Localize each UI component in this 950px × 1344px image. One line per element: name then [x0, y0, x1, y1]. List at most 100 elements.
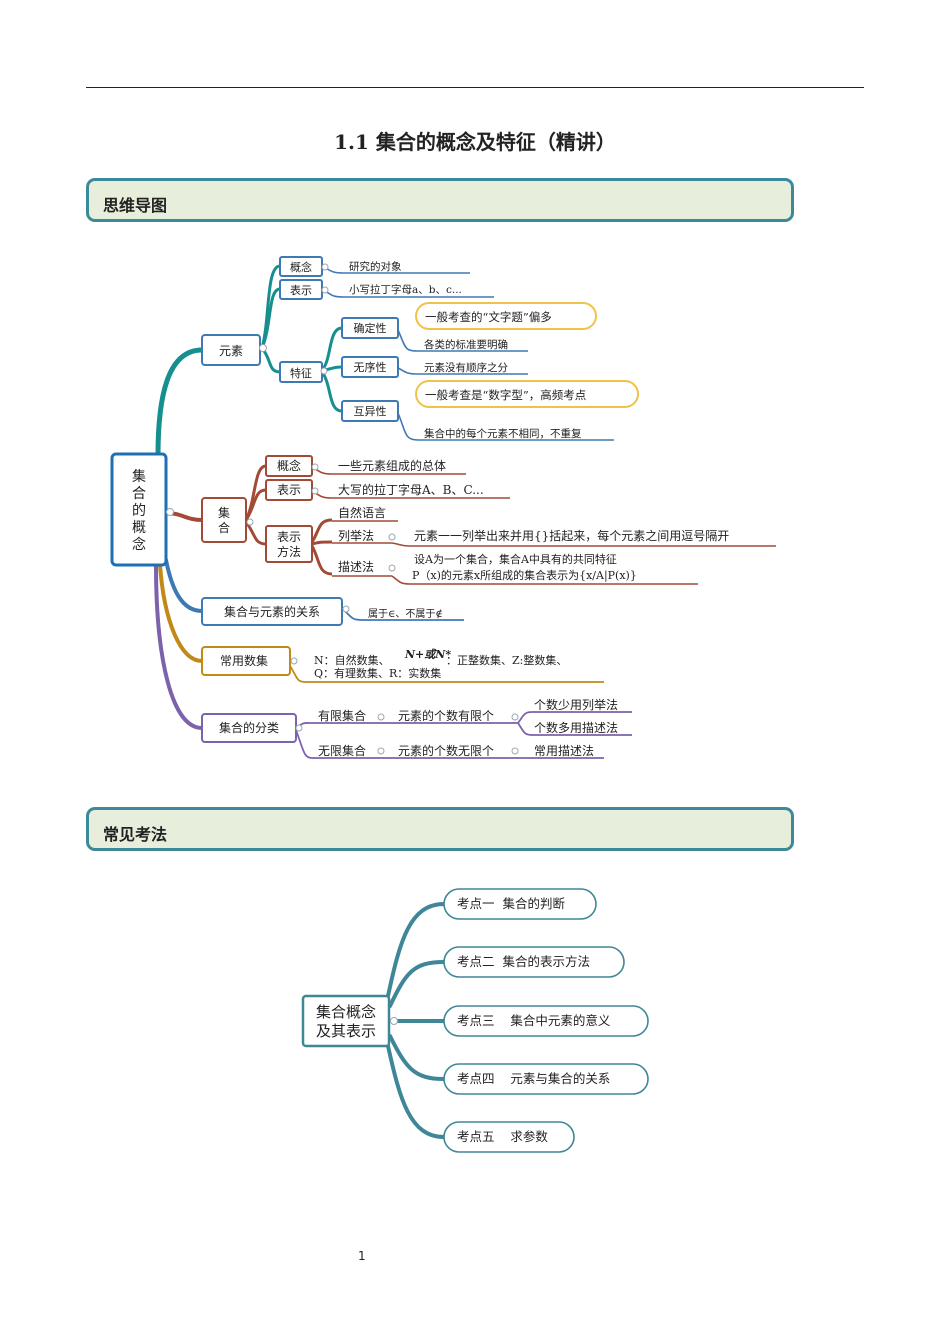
underline-shuji [289, 665, 604, 683]
jihe-gainian-desc: 一些元素组成的总体 [338, 458, 446, 473]
collapse-toggle-icon[interactable] [377, 713, 385, 721]
node-fangfa [265, 525, 313, 563]
queding-note: 一般考查的“文字题”偏多 [425, 310, 552, 324]
wuxian-option-a: 常用描述法 [534, 744, 594, 758]
node-fenlei-label: 集合的分类 [219, 720, 279, 735]
collapse-toggle-icon[interactable] [390, 1017, 398, 1025]
collapse-toggle-icon[interactable] [511, 713, 519, 721]
collapse-toggle-icon[interactable] [259, 344, 267, 352]
collapse-toggle-icon[interactable] [321, 263, 329, 271]
node-yuansu-gainian-label: 概念 [290, 260, 312, 274]
branch-root-shuji [158, 563, 204, 663]
kaofa-branch-2 [388, 960, 446, 1008]
youxian-option-b: 个数多用描述法 [534, 720, 618, 735]
underline-wuxu [397, 367, 528, 375]
root-char-1: 集 [132, 468, 146, 485]
wuxian-label: 无限集合 [318, 743, 366, 758]
collapse-toggle-icon[interactable] [246, 518, 254, 526]
collapse-toggle-icon[interactable] [377, 747, 385, 755]
collapse-toggle-icon[interactable] [311, 487, 319, 495]
node-shuji [201, 646, 291, 676]
kaofa-item-5 [443, 1121, 575, 1153]
jihe-biaoshi-desc: 大写的拉丁字母A、B、C... [338, 482, 484, 497]
node-jihe [201, 497, 247, 543]
section-header-mindmap: 思维导图 [86, 178, 794, 222]
youxian-desc: 元素的个数有限个 [398, 708, 494, 723]
yuansu-biaoshi-desc: 小写拉丁字母a、b、c... [349, 283, 462, 296]
kaofa-branch-5 [386, 1044, 446, 1139]
branch-fangfa-lieju [311, 540, 333, 546]
node-huyi-label: 互异性 [354, 404, 387, 418]
underline-lieju-desc [391, 542, 776, 547]
node-wuxu-label: 无序性 [354, 360, 387, 374]
collapse-toggle-icon[interactable] [342, 605, 350, 613]
yuansu-gainian-desc: 研究的对象 [349, 260, 402, 273]
underline-queding [397, 329, 528, 352]
node-fangfa-line1: 表示 [277, 530, 301, 544]
note-huyi [415, 380, 639, 408]
collapse-toggle-icon[interactable] [321, 286, 329, 294]
note-queding [415, 302, 597, 330]
page-number: 1 [358, 1249, 366, 1263]
node-tezheng-label: 特征 [290, 366, 312, 380]
section-header-kaofa: 常见考法 [86, 807, 794, 851]
branch-root-guanxi [164, 558, 204, 613]
node-yuansu-biaoshi-label: 表示 [290, 283, 312, 297]
root-char-4: 概 [132, 520, 146, 536]
section-title-kaofa: 常见考法 [103, 825, 168, 844]
node-queding [341, 317, 399, 339]
kaofa-item-2 [443, 946, 625, 978]
kaofa-branch-4 [388, 1034, 446, 1081]
node-queding-label: 确定性 [354, 321, 387, 335]
node-wuxu [341, 356, 399, 378]
kaofa-item-1 [443, 888, 597, 920]
section-title-mindmap: 思维导图 [103, 196, 168, 215]
underline-huyi [397, 412, 614, 441]
node-guanxi-label: 集合与元素的关系 [224, 604, 320, 619]
miaoshufa-desc-1: 设A为一个集合，集合A中具有的共同特征 [414, 552, 617, 566]
node-fangfa-line2: 方法 [277, 544, 301, 559]
youxian-label: 有限集合 [318, 708, 366, 723]
branch-fangfa-ziran [310, 518, 333, 543]
collapse-toggle-icon[interactable] [388, 564, 396, 572]
underline-youxian [295, 722, 518, 729]
wuxian-desc: 元素的个数无限个 [398, 743, 494, 758]
root-char-3: 的 [132, 503, 146, 519]
kaofa-item-3 [443, 1005, 649, 1037]
page-title: 1.1 集合的概念及特征（精讲） [334, 130, 616, 154]
huyi-desc: 集合中的每个元素不相同，不重复 [424, 427, 582, 440]
branch-tezheng-huyi [320, 371, 343, 413]
kaofa-item-3-label: 考点三 集合中元素的意义 [457, 1013, 611, 1028]
collapse-toggle-icon[interactable] [311, 463, 319, 471]
node-jihe-gainian-label: 概念 [277, 458, 301, 473]
kaofa-item-1-label: 考点一 集合的判断 [457, 896, 565, 911]
branch-root-yuansu [155, 347, 205, 458]
liejufa-desc: 元素一一列举出来并用{}括起来，每个元素之间用逗号隔开 [414, 528, 729, 543]
collapse-toggle-icon[interactable] [388, 533, 396, 541]
collapse-toggle-icon[interactable] [166, 508, 174, 516]
kaofa-center-line2: 及其表示 [316, 1022, 376, 1040]
kaofa-item-4-label: 考点四 元素与集合的关系 [457, 1071, 610, 1086]
node-yuansu-label: 元素 [219, 344, 243, 358]
kaofa-item-2-label: 考点二 集合的表示方法 [457, 954, 590, 969]
collapse-toggle-icon[interactable] [295, 724, 303, 732]
guanxi-desc: 属于∈、不属于∉ [368, 608, 443, 620]
shuji-line1-b: ：正整数集、Z:整数集、 [446, 653, 567, 667]
kaofa-item-4 [443, 1063, 649, 1095]
youxian-option-a: 个数少用列举法 [534, 697, 618, 712]
node-huyi [341, 400, 399, 422]
shuji-line2: Q：有理数集、R：实数集 [314, 666, 441, 680]
collapse-toggle-icon[interactable] [320, 367, 328, 375]
branch-fangfa-miaoshu [310, 545, 333, 576]
node-jihe-biaoshi-label: 表示 [277, 483, 301, 497]
branch-jihe-biaoshi [244, 488, 267, 521]
wuxu-desc: 元素没有顺序之分 [424, 361, 508, 374]
branch-root-fenlei [154, 563, 204, 730]
underline-miaoshu-desc [391, 575, 698, 585]
underline-youxian-b [517, 722, 632, 736]
collapse-toggle-icon[interactable] [290, 657, 298, 665]
collapse-toggle-icon[interactable] [511, 747, 519, 755]
header-rule [86, 87, 864, 88]
kaofa-center-node [301, 994, 391, 1048]
